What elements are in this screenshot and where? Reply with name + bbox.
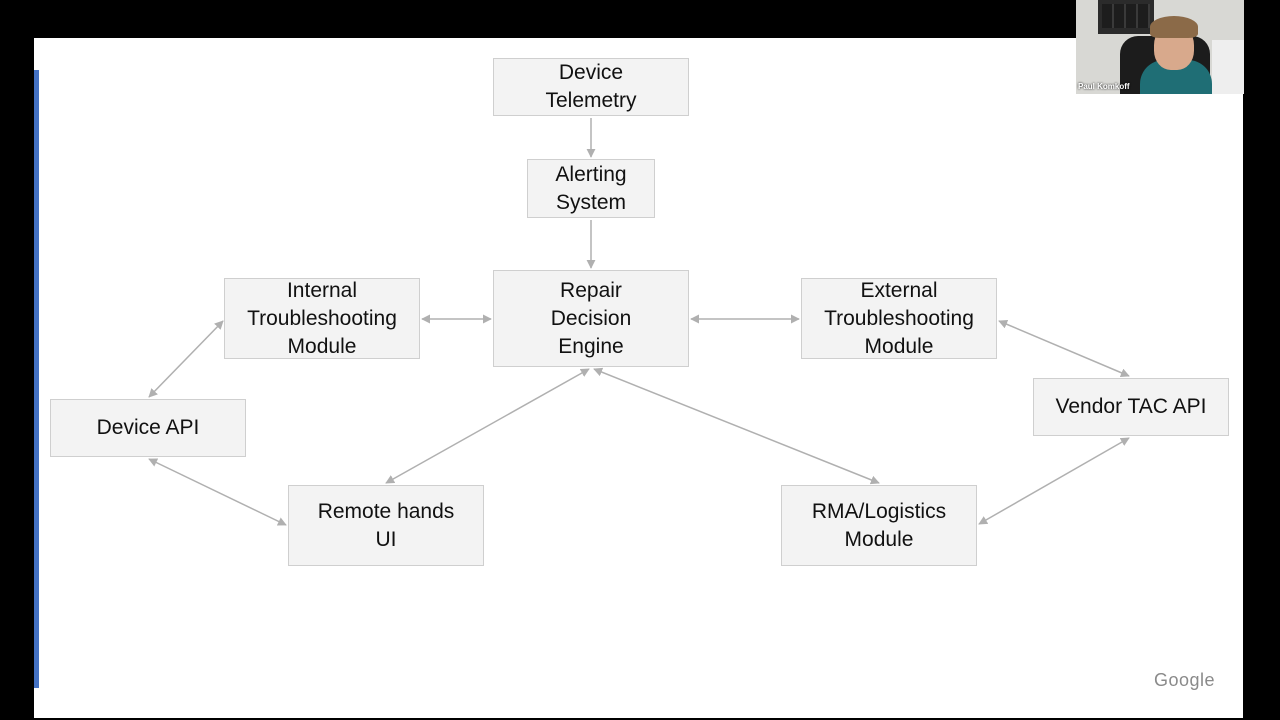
node-internal-troubleshooting: Internal Troubleshooting Module <box>224 278 420 359</box>
edge-remote-hands-ui-to-repair-decision-engine <box>385 368 590 484</box>
edge-external-troubleshooting-to-vendor-tac-api <box>998 320 1130 377</box>
participant-name-label: Paul Komkoff <box>1078 82 1130 91</box>
edge-vendor-tac-api-to-rma-logistics <box>978 437 1130 525</box>
webcam-video-tile[interactable]: Paul Komkoff <box>1076 0 1244 94</box>
node-device-api: Device API <box>50 399 246 457</box>
node-external-troubleshooting: External Troubleshooting Module <box>801 278 997 359</box>
slide: Device Telemetry Alerting System Interna… <box>34 38 1243 718</box>
edge-device-api-to-internal-troubleshooting <box>148 320 224 398</box>
node-rma-logistics: RMA/Logistics Module <box>781 485 977 566</box>
node-device-telemetry: Device Telemetry <box>493 58 689 116</box>
webcam-participant-hair <box>1150 16 1198 38</box>
node-repair-decision-engine: Repair Decision Engine <box>493 270 689 367</box>
google-logo: Google <box>1154 670 1216 690</box>
node-remote-hands-ui: Remote hands UI <box>288 485 484 566</box>
node-alerting-system: Alerting System <box>527 159 655 218</box>
webcam-window-pane <box>1102 4 1150 28</box>
diagram-edges <box>148 118 1130 526</box>
slide-accent-bar <box>34 70 39 688</box>
webcam-shelf <box>1212 40 1244 94</box>
node-vendor-tac-api: Vendor TAC API <box>1033 378 1229 436</box>
edge-device-api-to-remote-hands-ui <box>148 458 287 526</box>
edge-repair-decision-engine-to-rma-logistics <box>593 367 880 485</box>
